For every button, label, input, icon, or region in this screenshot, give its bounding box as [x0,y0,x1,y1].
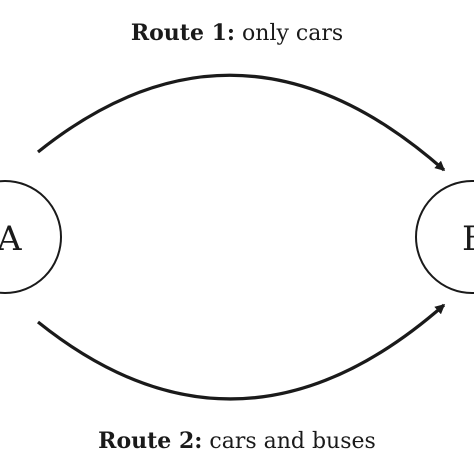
route-2-description: cars and buses [209,429,376,454]
node-a-label: A [0,219,22,259]
route-2-title: Route 2: [98,428,203,454]
node-b-label: B [462,219,474,259]
route-1-description: only cars [242,21,344,46]
node-a-circle [0,180,62,294]
route-2-label: Route 2: cars and buses [0,430,474,453]
node-b: B [415,180,474,294]
route-1-label: Route 1: only cars [0,22,474,45]
node-a: A [0,180,62,294]
node-b-circle [415,180,474,294]
route-2-arrow [36,303,446,401]
route-1-arrow [36,73,446,172]
route-1-title: Route 1: [130,20,236,46]
